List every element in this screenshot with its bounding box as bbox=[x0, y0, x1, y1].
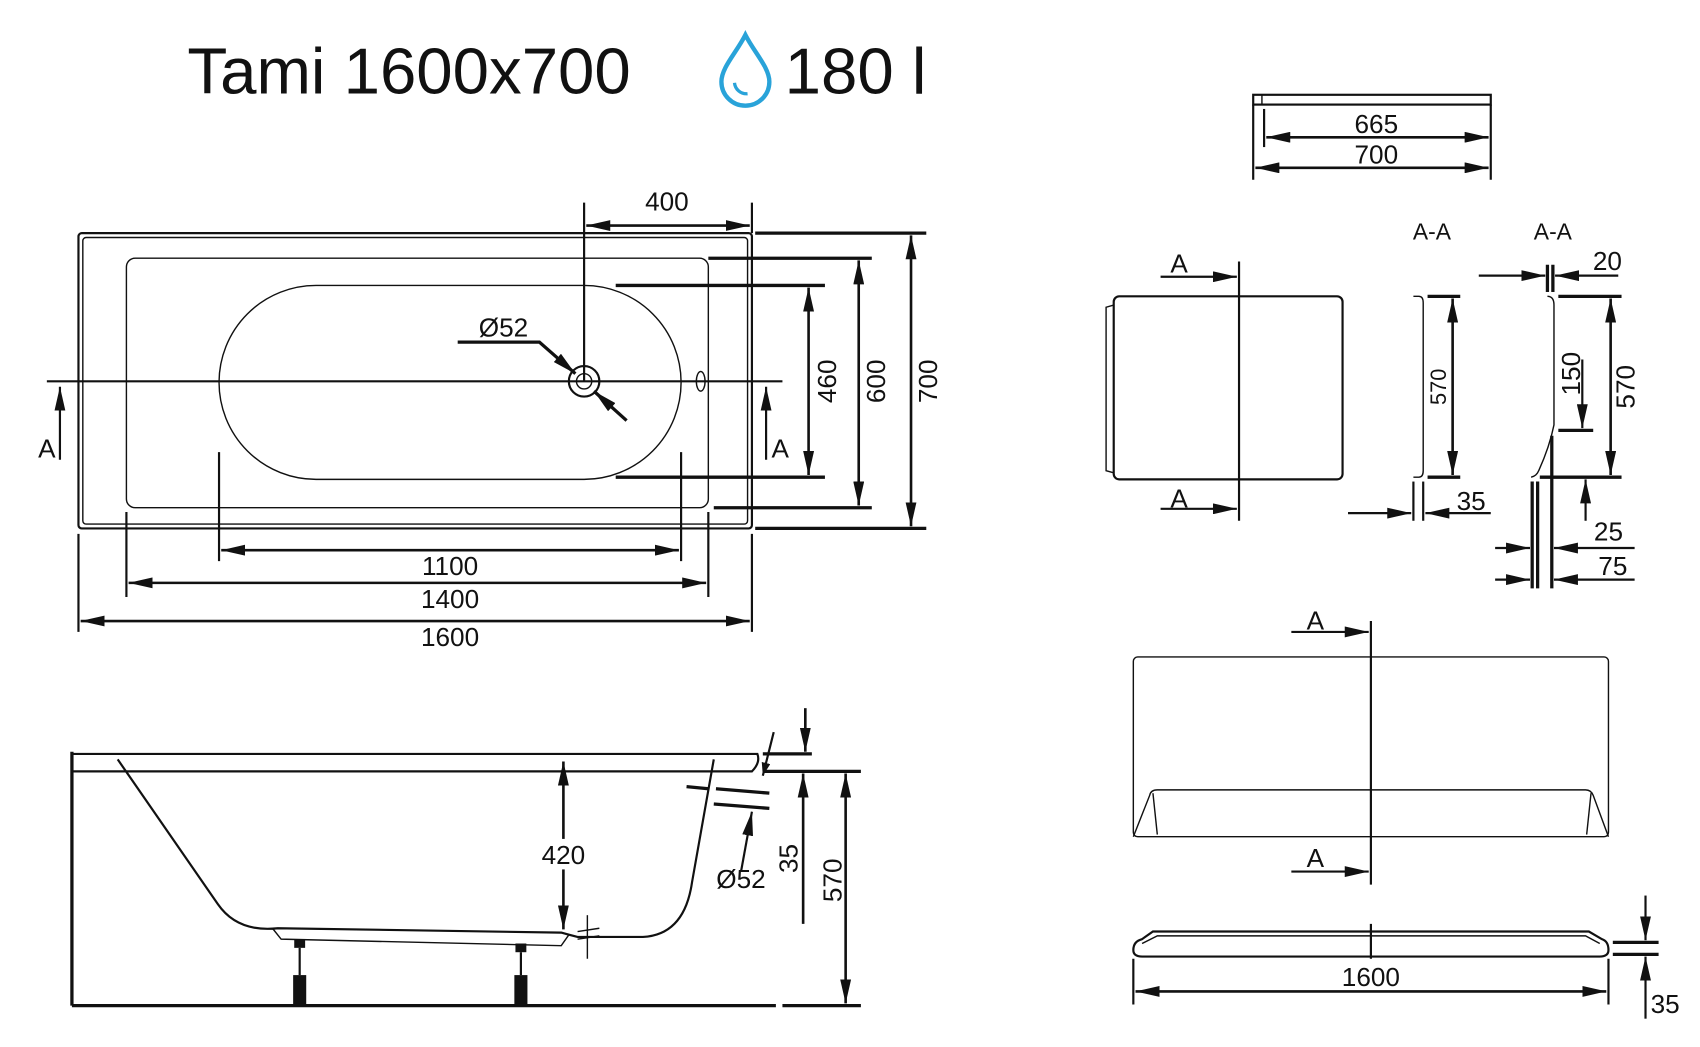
label-75: 75 bbox=[1598, 551, 1627, 581]
section-mark-front-top: A bbox=[1307, 606, 1325, 636]
drain-tick bbox=[577, 927, 600, 933]
leg-left bbox=[293, 939, 307, 1006]
label-s2-570: 570 bbox=[1611, 365, 1641, 409]
section-mark-front-bottom: A bbox=[1307, 843, 1325, 873]
tub-body bbox=[116, 758, 715, 939]
label-1600: 1600 bbox=[421, 622, 479, 652]
section-a-a-1: A-A 570 35 bbox=[1348, 219, 1491, 521]
label-150: 150 bbox=[1556, 352, 1586, 396]
label-25: 25 bbox=[1594, 516, 1623, 546]
label-front-35: 35 bbox=[1651, 989, 1680, 1019]
section-1-profile bbox=[1413, 295, 1424, 478]
top-view: 400 Ø52 A A 460 600 700 1100 1400 1600 bbox=[38, 186, 943, 652]
base-frame bbox=[271, 927, 570, 947]
foot-edge-left bbox=[1152, 793, 1159, 835]
label-570: 570 bbox=[817, 858, 847, 902]
label-s1-35: 35 bbox=[1457, 486, 1486, 516]
section-a-a-2: A-A 20 150 570 25 75 bbox=[1478, 219, 1641, 589]
overflow-hole bbox=[695, 370, 706, 392]
drain-tick-2 bbox=[577, 935, 600, 940]
front-panel-plan bbox=[1132, 930, 1610, 958]
label-front-1600: 1600 bbox=[1342, 962, 1400, 992]
end-panel-edge bbox=[1105, 304, 1114, 474]
section-mark-top: A bbox=[1170, 248, 1188, 278]
label-600: 600 bbox=[861, 360, 891, 404]
label-665: 665 bbox=[1355, 109, 1399, 139]
label-1100: 1100 bbox=[422, 551, 478, 581]
side-view: 420 Ø52 35 570 bbox=[70, 708, 861, 1008]
label-bg bbox=[537, 838, 590, 870]
volume-label: 180 l bbox=[785, 35, 927, 108]
label-1400: 1400 bbox=[421, 584, 479, 614]
rim bbox=[71, 752, 760, 773]
leg-right bbox=[514, 943, 528, 1006]
label-20: 20 bbox=[1593, 246, 1622, 276]
label-overflow-diameter: Ø52 bbox=[716, 864, 765, 894]
section-2-label: A-A bbox=[1534, 219, 1573, 245]
end-panel-face bbox=[1112, 295, 1344, 481]
drain-leader bbox=[457, 340, 577, 375]
section-mark-right: A bbox=[772, 434, 790, 464]
front-panel-view: A A 1600 35 bbox=[1132, 606, 1680, 1019]
label-420: 420 bbox=[542, 840, 586, 870]
foot-edge-right bbox=[1585, 793, 1592, 835]
water-drop-highlight bbox=[732, 82, 748, 96]
label-rim-35: 35 bbox=[774, 844, 804, 873]
label-end-700: 700 bbox=[1355, 139, 1399, 169]
water-drop-icon bbox=[719, 29, 772, 108]
label-s1-570: 570 bbox=[1426, 369, 1451, 405]
label-drain-diameter: Ø52 bbox=[479, 313, 528, 343]
overflow-mark bbox=[686, 784, 709, 791]
inner-basin bbox=[125, 257, 710, 509]
section-mark-left: A bbox=[38, 434, 56, 464]
label-700: 700 bbox=[913, 360, 943, 404]
overflow-leader bbox=[739, 811, 753, 872]
overflow-mark-2 bbox=[715, 787, 770, 795]
label-400: 400 bbox=[645, 186, 689, 216]
drain-leader-2 bbox=[592, 389, 628, 422]
end-panel-plan bbox=[1252, 93, 1492, 106]
section-2-profile bbox=[1530, 295, 1555, 478]
end-panel-front-view: A A bbox=[1105, 248, 1344, 521]
model-title: Tami 1600x700 bbox=[187, 35, 630, 108]
label-460: 460 bbox=[812, 360, 842, 404]
title-block: Tami 1600x700 180 l bbox=[187, 29, 927, 108]
section-mark-bottom: A bbox=[1170, 484, 1188, 514]
section-1-label: A-A bbox=[1413, 219, 1452, 245]
end-panel-top-view: 665 700 bbox=[1252, 93, 1492, 180]
overflow-mark-3 bbox=[713, 802, 770, 811]
